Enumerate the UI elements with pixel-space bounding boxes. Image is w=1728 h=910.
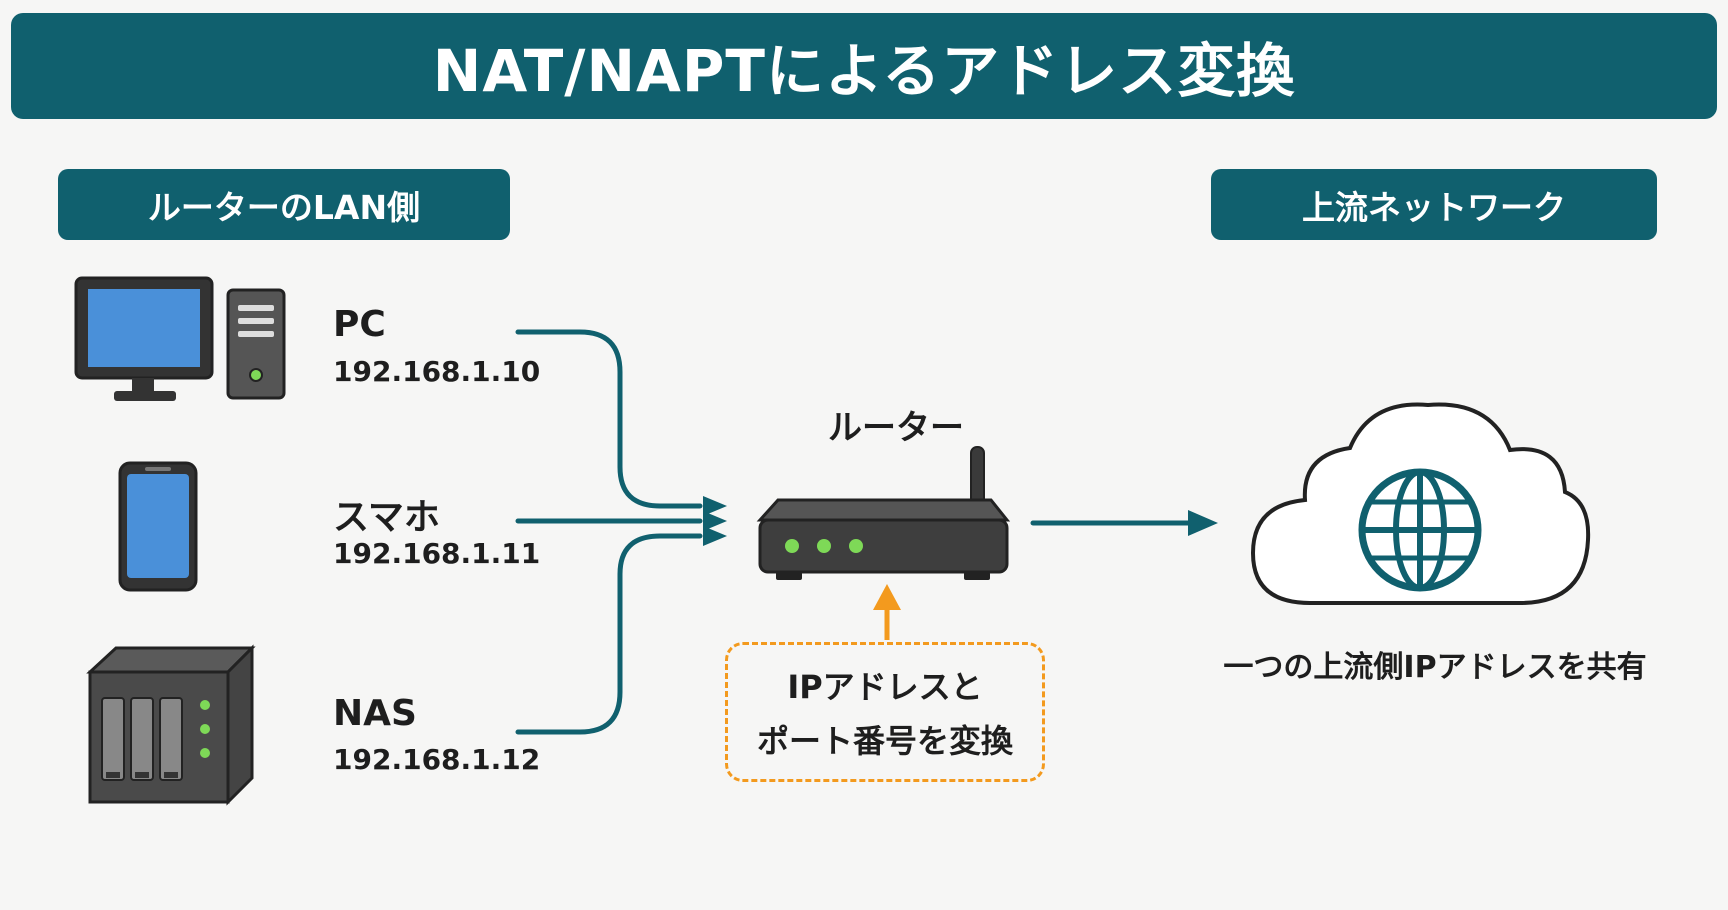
page-title: NAT/NAPTによるアドレス変換 [432, 37, 1296, 105]
cloud-globe-icon [1250, 402, 1591, 605]
smartphone-ip-address: 192.168.1.11 [333, 537, 541, 570]
router-icon [756, 446, 1011, 580]
nas-connection-line [515, 533, 703, 735]
desktop-pc-icon [74, 276, 286, 401]
smartphone-icon [118, 461, 198, 592]
lan-side-label: ルーターのLAN側 [58, 169, 510, 240]
nas-ip-address: 192.168.1.12 [333, 743, 541, 776]
pc-connection-line [515, 329, 703, 509]
conversion-note: IPアドレスと ポート番号を変換 [725, 642, 1045, 782]
router-label: ルーター [828, 408, 964, 448]
arrowhead-pc [703, 496, 727, 516]
upstream-network-label: 上流ネットワーク [1211, 169, 1657, 240]
arrowhead-nas [703, 526, 727, 546]
arrowhead-smartphone [703, 511, 727, 531]
arrowhead-upstream [1188, 510, 1218, 536]
title-banner: NAT/NAPTによるアドレス変換 [11, 13, 1717, 119]
conversion-note-line2: ポート番号を変換 [756, 722, 1013, 760]
nas-icon [86, 644, 256, 806]
conversion-note-line1: IPアドレスと [787, 668, 983, 706]
conversion-arrowhead [873, 584, 901, 610]
cloud-caption: 一つの上流側IPアドレスを共有 [1223, 650, 1647, 685]
smartphone-name: スマホ [333, 497, 440, 538]
nas-name: NAS [333, 693, 417, 734]
pc-ip-address: 192.168.1.10 [333, 355, 541, 388]
pc-name: PC [333, 304, 386, 345]
